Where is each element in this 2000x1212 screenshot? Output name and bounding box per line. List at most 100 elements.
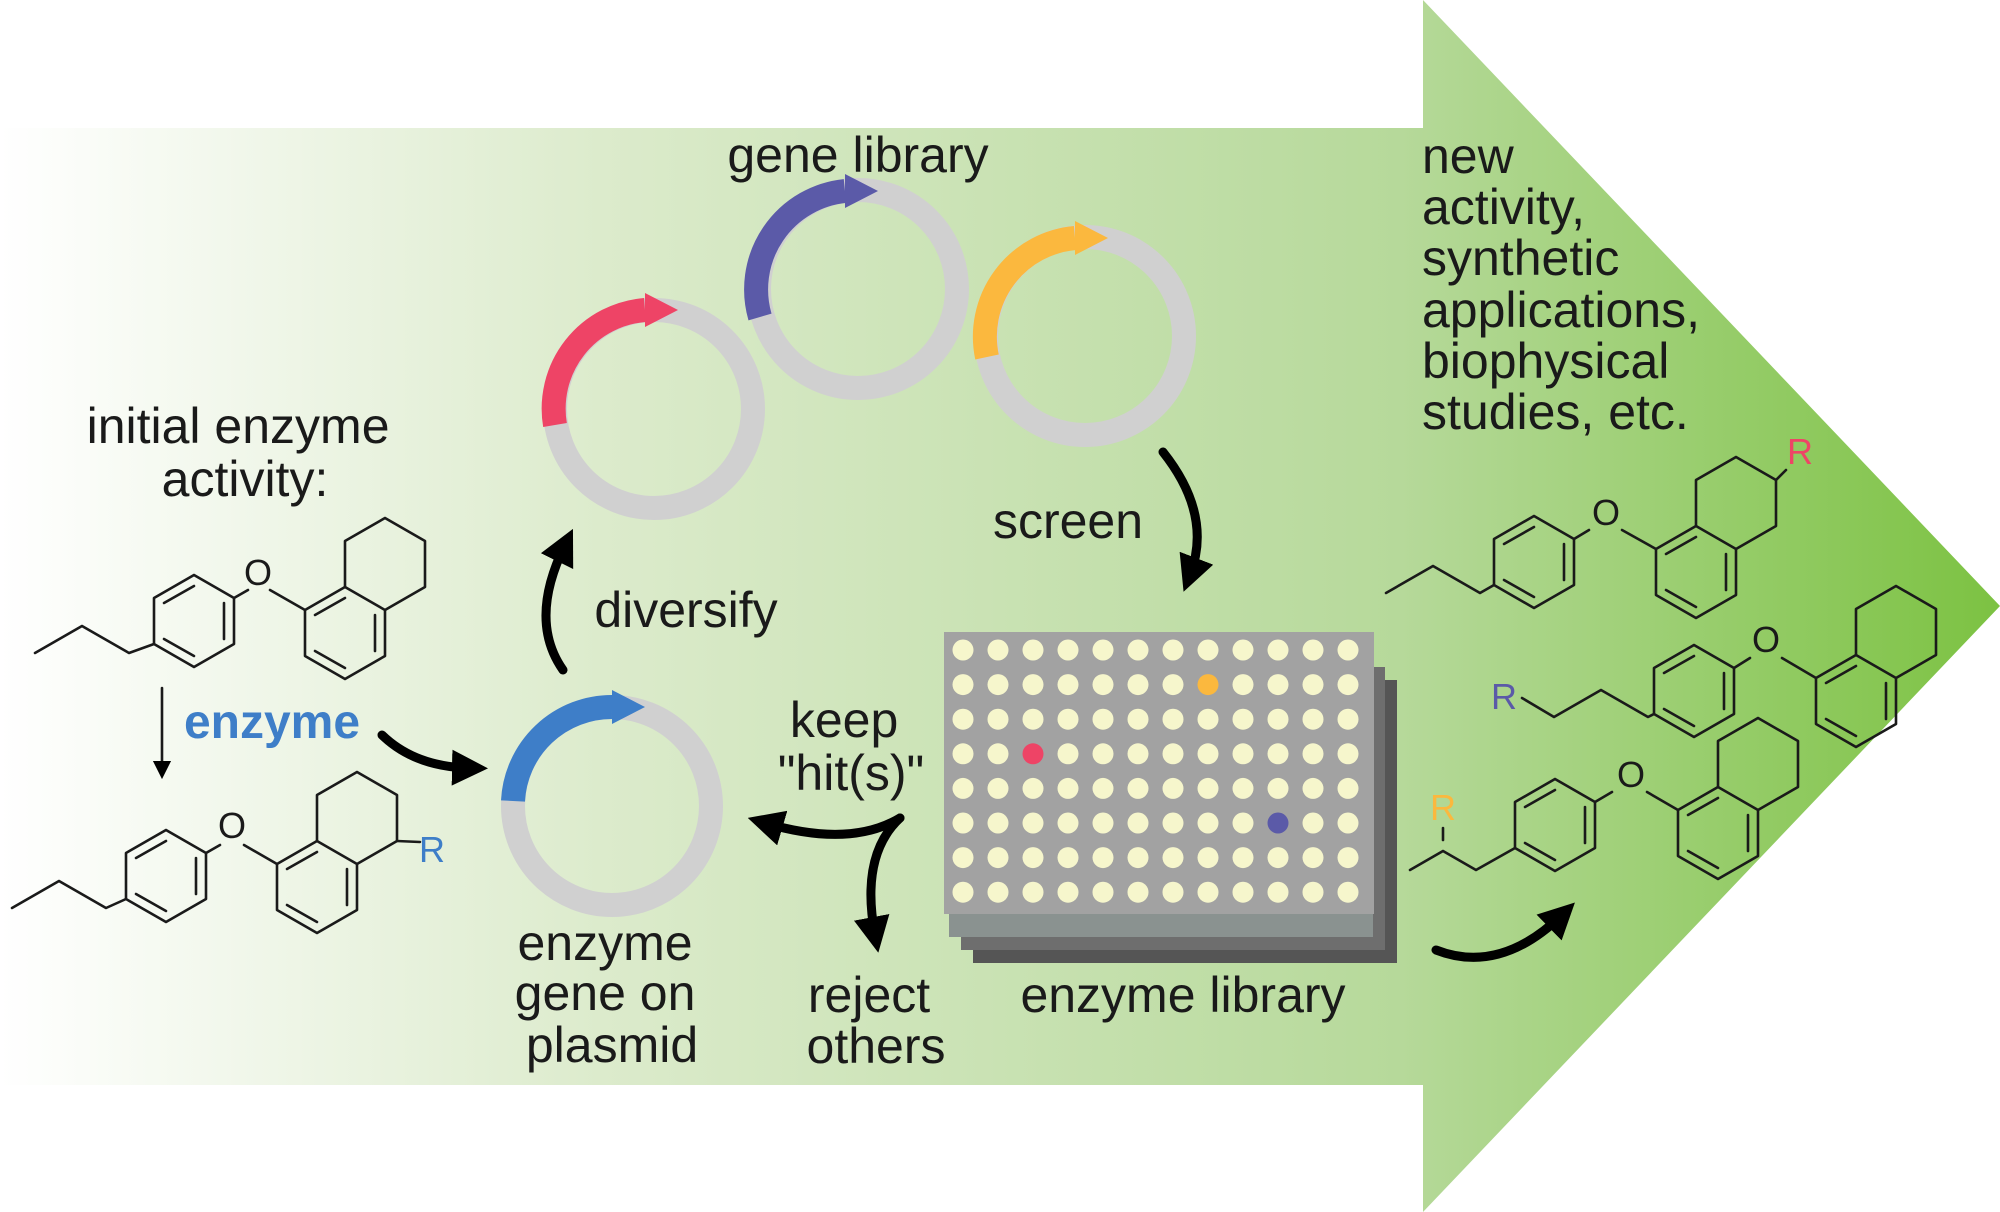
diversify-label: diversify	[594, 582, 777, 638]
well	[1197, 847, 1219, 869]
well	[1232, 743, 1254, 765]
oxygen-atom-5: O	[1617, 754, 1645, 795]
well	[1232, 708, 1254, 730]
well	[1127, 847, 1149, 869]
well	[1267, 743, 1289, 765]
well	[1092, 881, 1114, 903]
well	[1337, 674, 1359, 696]
well	[1302, 777, 1324, 799]
well	[987, 674, 1009, 696]
well	[1022, 777, 1044, 799]
well	[1267, 881, 1289, 903]
hit-well	[1022, 743, 1044, 765]
well	[1057, 639, 1079, 661]
well	[1127, 881, 1149, 903]
well	[1197, 743, 1219, 765]
well	[1232, 777, 1254, 799]
well	[1267, 708, 1289, 730]
well	[1092, 674, 1114, 696]
well	[952, 708, 974, 730]
well	[1337, 639, 1359, 661]
well	[1162, 674, 1184, 696]
well	[952, 881, 974, 903]
plasmid-label: enzyme gene on plasmid	[515, 915, 710, 1073]
r-group-yellow: R	[1430, 787, 1456, 828]
well	[987, 743, 1009, 765]
well	[1162, 847, 1184, 869]
well	[1162, 639, 1184, 661]
well	[1162, 708, 1184, 730]
well	[1162, 881, 1184, 903]
well	[1022, 812, 1044, 834]
oxygen-atom-3: O	[1592, 492, 1620, 533]
enzyme-label: enzyme	[184, 696, 360, 749]
well	[952, 674, 974, 696]
reject-label: reject others	[807, 967, 946, 1074]
well	[1127, 708, 1149, 730]
well	[987, 777, 1009, 799]
well	[1057, 812, 1079, 834]
well	[987, 708, 1009, 730]
well	[1302, 743, 1324, 765]
well	[1267, 847, 1289, 869]
plasmid-blue	[501, 690, 723, 917]
well	[1057, 881, 1079, 903]
initial-activity-label: initial enzyme activity:	[87, 398, 404, 507]
well	[1092, 777, 1114, 799]
substrate-molecule: O	[33, 516, 427, 681]
well	[1302, 708, 1324, 730]
well	[1302, 847, 1324, 869]
well	[1022, 674, 1044, 696]
gene-library-label: gene library	[727, 127, 988, 183]
well	[1162, 777, 1184, 799]
oxygen-atom-1: O	[244, 552, 272, 593]
well	[1057, 674, 1079, 696]
well	[1162, 812, 1184, 834]
well	[987, 812, 1009, 834]
well	[1337, 743, 1359, 765]
reject-arrow	[853, 813, 905, 953]
well	[1337, 847, 1359, 869]
diversify-arrow	[540, 528, 574, 675]
wells-grid	[952, 639, 1359, 903]
well	[1057, 847, 1079, 869]
product-molecule: O R	[10, 770, 445, 935]
well	[1337, 881, 1359, 903]
well	[1057, 708, 1079, 730]
outcome-arrow	[1431, 902, 1575, 962]
well	[1337, 777, 1359, 799]
well	[952, 812, 974, 834]
well	[1197, 777, 1219, 799]
well	[1302, 639, 1324, 661]
screen-arrow	[1158, 447, 1214, 592]
well	[1127, 639, 1149, 661]
well	[1302, 674, 1324, 696]
well	[1162, 743, 1184, 765]
well	[1232, 881, 1254, 903]
well	[987, 847, 1009, 869]
well	[1197, 881, 1219, 903]
hit-well	[1267, 812, 1289, 834]
enzyme-library-label: enzyme library	[1020, 967, 1345, 1023]
well	[1127, 674, 1149, 696]
well	[1127, 812, 1149, 834]
well	[1267, 674, 1289, 696]
well	[952, 743, 974, 765]
well	[1022, 708, 1044, 730]
enzyme-library-plate	[944, 632, 1397, 963]
product-molecule-red: O R	[1384, 431, 1813, 620]
well	[952, 777, 974, 799]
well	[1092, 639, 1114, 661]
keep-label: keep "hit(s)"	[778, 692, 925, 801]
well	[952, 639, 974, 661]
plasmid-red	[541, 293, 765, 520]
well	[1197, 708, 1219, 730]
r-group-product: R	[419, 829, 445, 870]
well	[1232, 639, 1254, 661]
well	[987, 881, 1009, 903]
oxygen-atom-4: O	[1752, 619, 1780, 660]
well	[1232, 847, 1254, 869]
well	[1022, 881, 1044, 903]
